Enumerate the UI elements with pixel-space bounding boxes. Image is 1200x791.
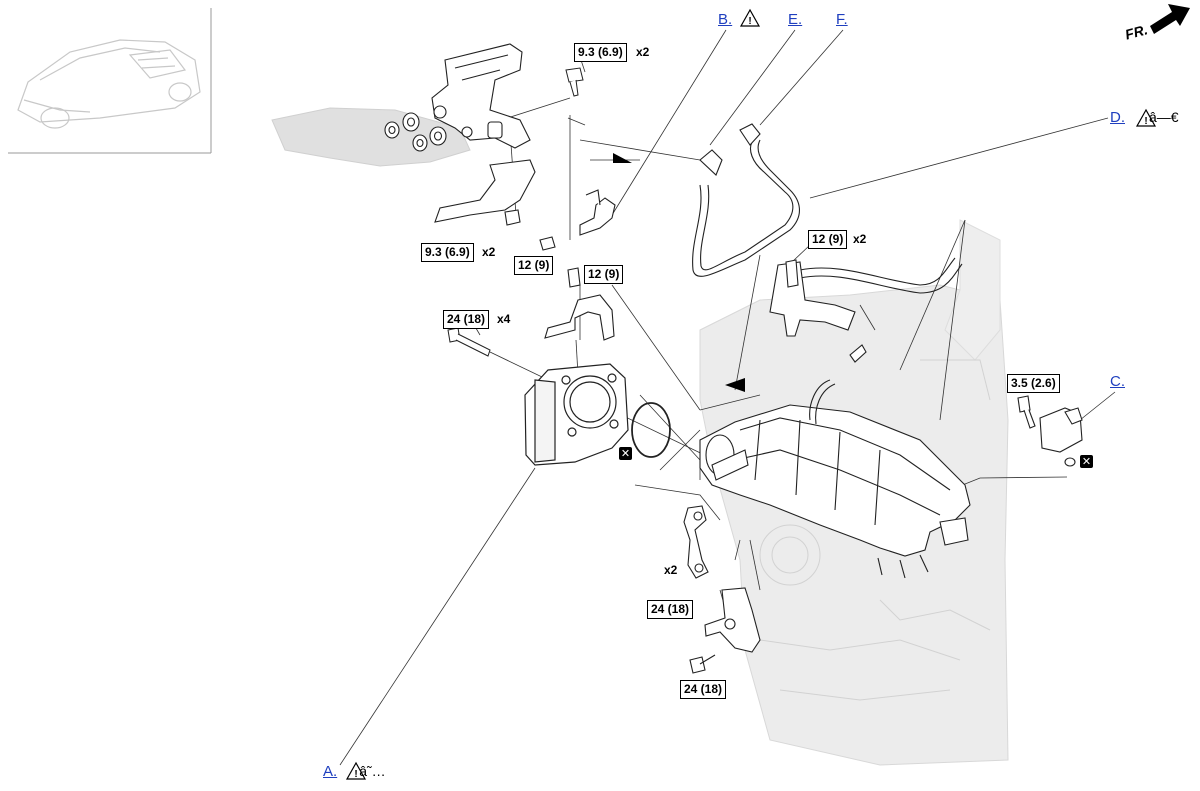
callout-c[interactable]: C.: [1110, 373, 1125, 391]
torque-label: 9.3 (6.9): [421, 243, 474, 262]
torque-label: 24 (18): [647, 600, 694, 619]
lower-stay-small: [683, 505, 709, 579]
callout-b[interactable]: B.: [718, 11, 732, 29]
svg-text:!: !: [1144, 116, 1147, 127]
callout-glyphs: â˜…: [359, 763, 386, 779]
bracket-bolt-top: [565, 67, 584, 97]
callout-link-a[interactable]: A.: [323, 763, 338, 780]
callout-e[interactable]: E.: [788, 11, 802, 29]
torque-label: 12 (9): [808, 230, 848, 249]
intake-manifold: [699, 404, 971, 579]
front-arrow-icon: [1150, 4, 1190, 34]
callout-link-b[interactable]: B.: [718, 11, 733, 28]
callout-link-c[interactable]: C.: [1110, 373, 1125, 390]
svg-text:!: !: [748, 16, 751, 27]
torque-label: 12 (9): [514, 256, 554, 275]
callout-f[interactable]: F.: [836, 11, 848, 29]
callout-link-f[interactable]: F.: [836, 11, 848, 28]
mid-bracket: [544, 267, 615, 341]
callout-d[interactable]: D. â—€: [1110, 108, 1179, 127]
throttle-gasket: [631, 402, 671, 458]
multiplier: x2: [664, 563, 678, 577]
multiplier: x2: [636, 45, 650, 59]
svg-text:!: !: [354, 769, 357, 780]
replace-icon: ✕: [619, 447, 632, 460]
pipe-bracket: [769, 259, 856, 337]
hoses: [692, 123, 963, 425]
callout-link-d[interactable]: D.: [1110, 109, 1125, 126]
replace-icon: ✕: [1080, 455, 1093, 468]
grommets: [384, 112, 447, 152]
throttle-bolt: [447, 327, 491, 357]
multiplier: x4: [497, 312, 511, 326]
callout-link-e[interactable]: E.: [788, 11, 803, 28]
callout-glyphs: â—€: [1149, 109, 1179, 125]
leader-lines: [339, 29, 1116, 766]
torque-label: 24 (18): [443, 310, 490, 329]
lower-bracket: [434, 159, 536, 226]
torque-label: 12 (9): [584, 265, 624, 284]
lower-stay-large: [689, 587, 761, 674]
sensor-bracket: [539, 189, 616, 251]
map-sensor: [1017, 395, 1083, 467]
caution-icon: [345, 8, 1157, 780]
vehicle-thumbnail: [8, 8, 212, 154]
throttle-body: [524, 363, 629, 466]
torque-label: 9.3 (6.9): [574, 43, 627, 62]
callout-a[interactable]: A. â˜…: [323, 762, 386, 781]
torque-label: 24 (18): [680, 680, 727, 699]
upper-bracket: [431, 43, 531, 149]
direction-flag-upper: [613, 153, 632, 163]
multiplier: x2: [853, 232, 867, 246]
multiplier: x2: [482, 245, 496, 259]
direction-flag-lower: [725, 378, 745, 392]
torque-label: 3.5 (2.6): [1007, 374, 1060, 393]
